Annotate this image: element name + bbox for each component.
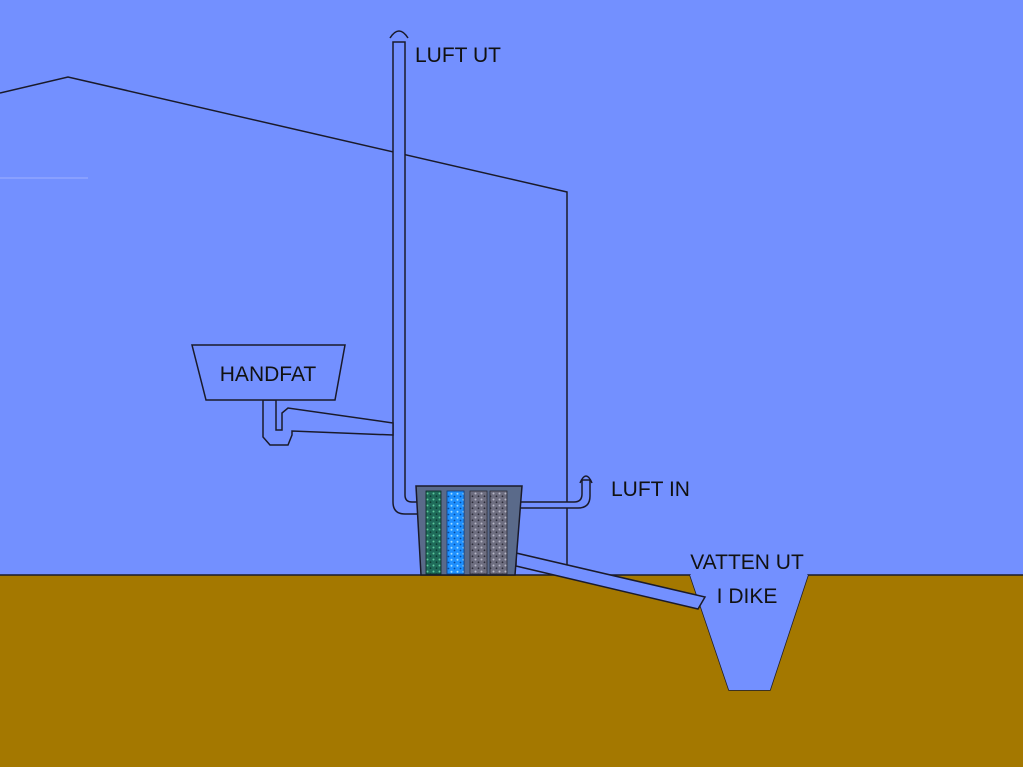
house-outline <box>0 76 568 575</box>
ditch <box>690 575 808 690</box>
vent-cap-icon <box>389 30 409 39</box>
label-water-out-1: VATTEN UT <box>690 551 804 574</box>
label-air-out: LUFT UT <box>415 44 501 67</box>
ground <box>0 575 1023 767</box>
filter-unit <box>415 485 523 576</box>
label-sink: HANDFAT <box>220 363 317 386</box>
sink-drain-pipe <box>262 399 394 446</box>
sink-basin <box>191 344 346 401</box>
filter-layer-grey-1 <box>469 490 488 575</box>
filter-layer-grey-2 <box>489 490 508 575</box>
label-water-out-2: I DIKE <box>717 585 778 608</box>
filter-layer-blue <box>446 490 465 575</box>
filter-layer-green <box>425 490 442 575</box>
label-air-in: LUFT IN <box>611 478 690 501</box>
air-inlet-cap-icon <box>579 475 593 484</box>
